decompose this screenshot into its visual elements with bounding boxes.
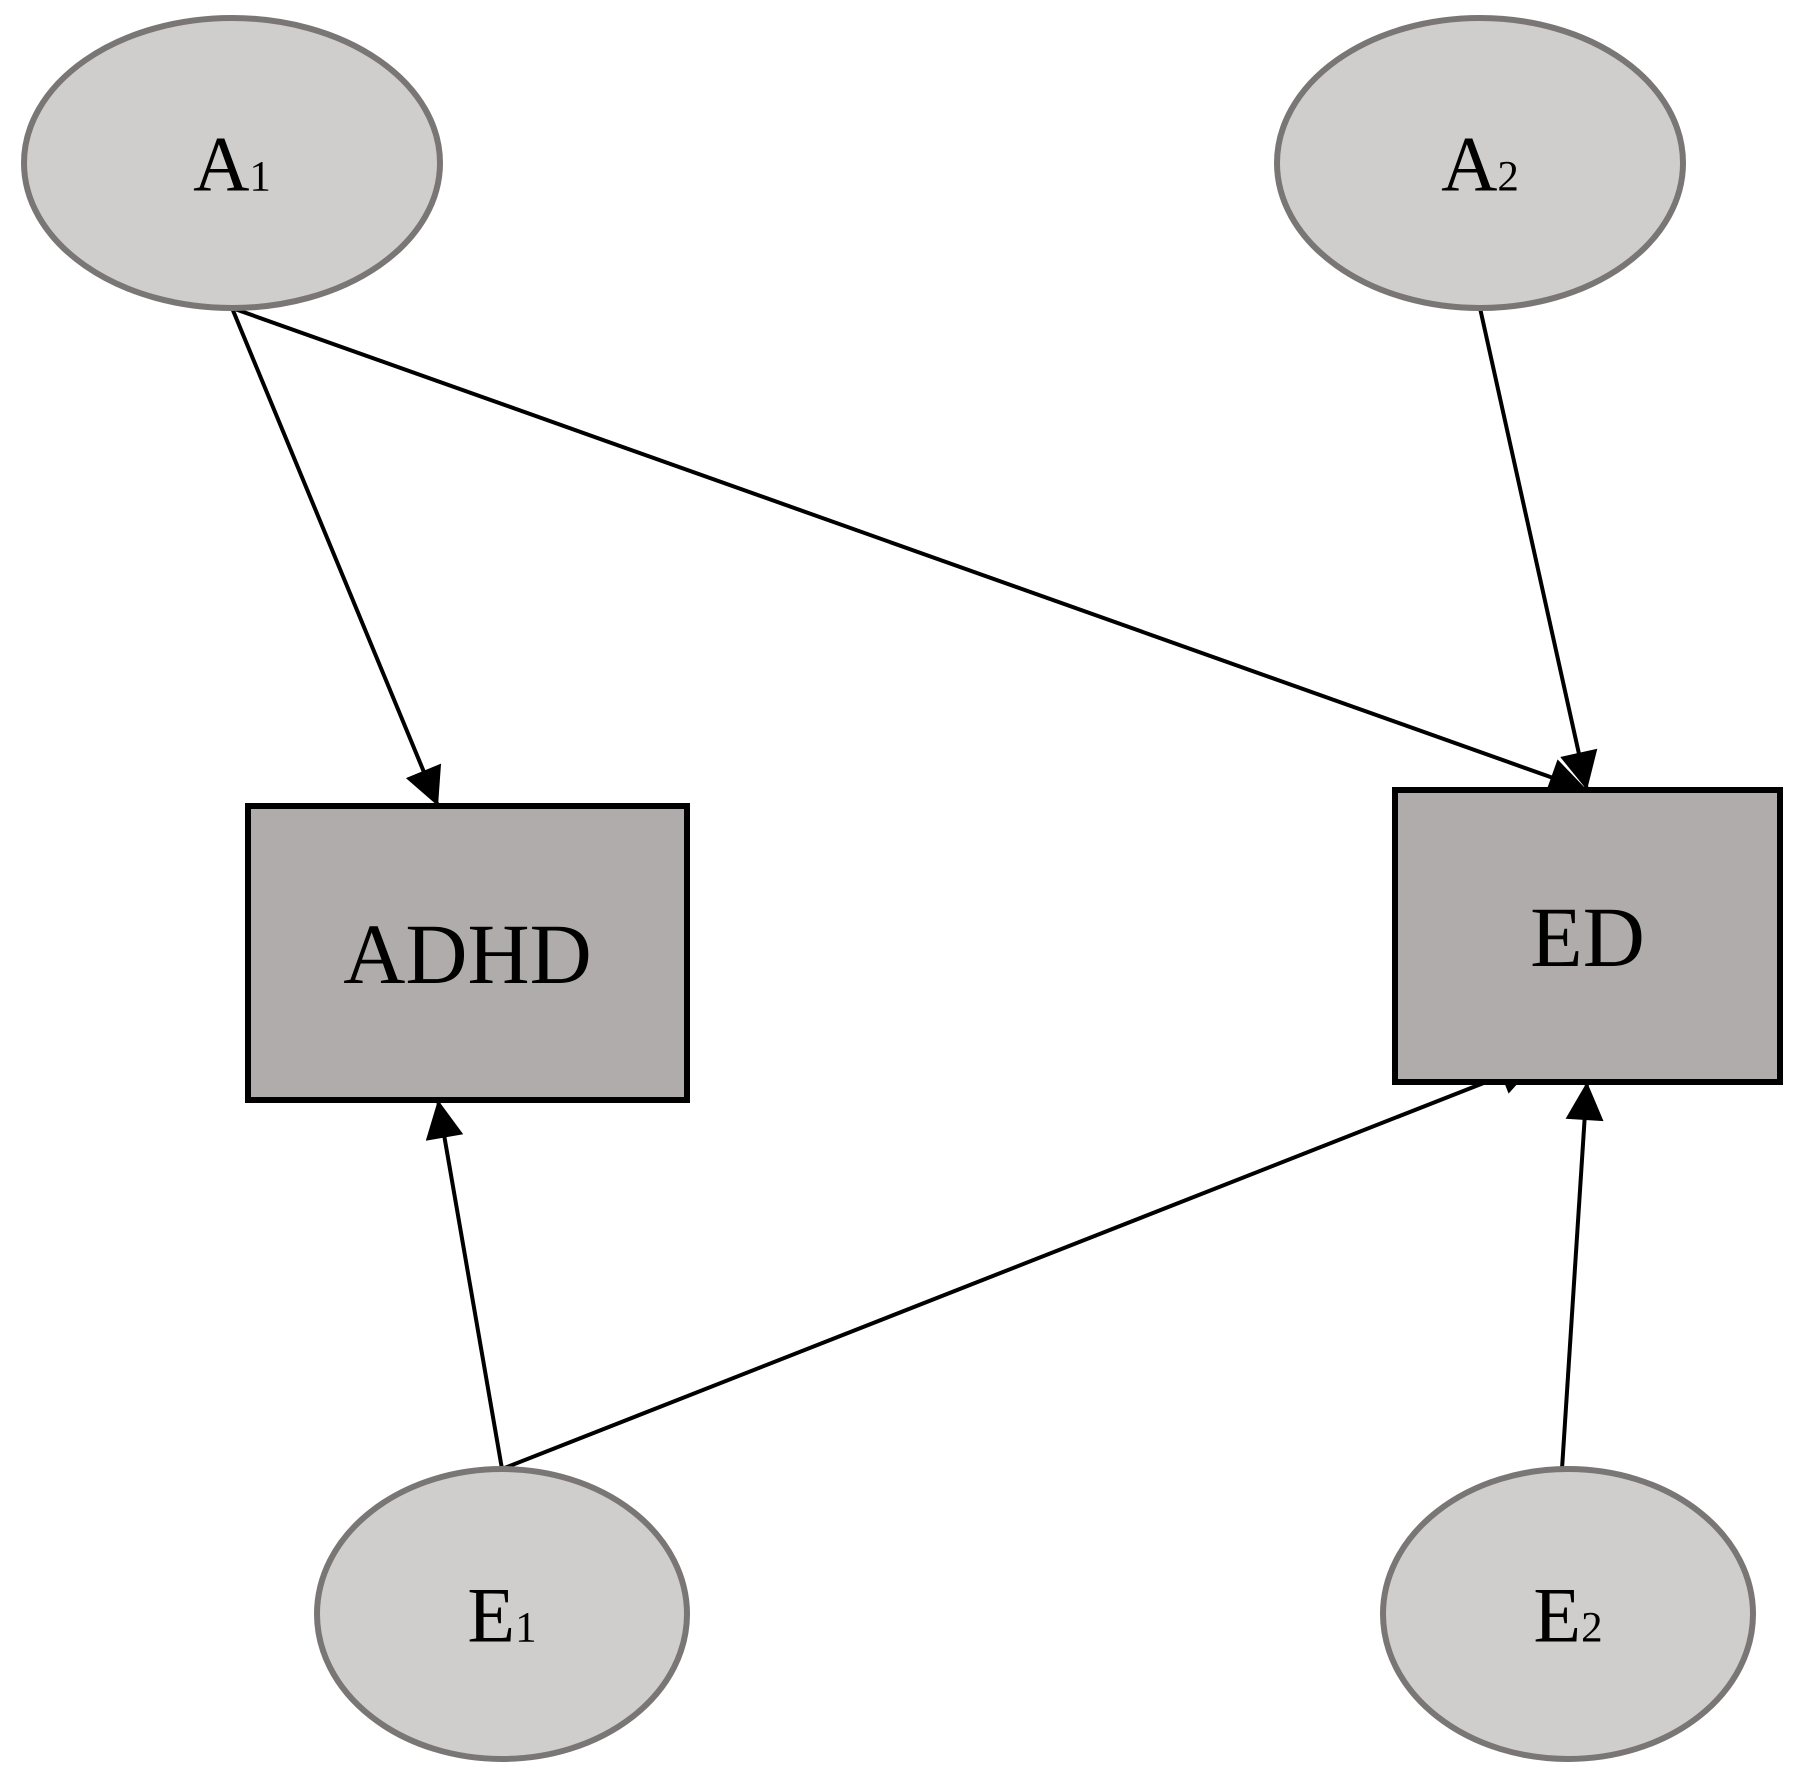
node-e1: E1 [314,1466,690,1762]
node-label-adhd: ADHD [343,906,591,1002]
node-a2: A2 [1274,15,1686,311]
node-label-a2: A2 [1441,120,1519,207]
latent-ellipse-e2 [1380,1466,1756,1762]
node-label-main: ED [1530,889,1645,985]
edge-e1-to-ed [501,1058,1538,1471]
edge-a1-to-adhd [230,307,442,807]
observed-box-adhd [245,803,690,1103]
node-ed: ED [1392,787,1783,1085]
node-e2: E2 [1380,1466,1756,1762]
node-label-main: E [1533,1571,1581,1658]
latent-ellipse-a1 [21,15,443,311]
node-label-a1: A1 [193,120,271,207]
latent-ellipse-e1 [314,1466,690,1762]
edges-layer [230,306,1604,1471]
node-label-main: ADHD [343,906,591,1002]
node-label-subscript: 2 [1581,1604,1603,1651]
node-a1: A1 [21,15,443,311]
latent-ellipse-a2 [1274,15,1686,311]
observed-box-ed [1392,787,1783,1085]
node-adhd: ADHD [245,803,690,1103]
node-label-subscript: 2 [1497,153,1519,200]
node-label-main: E [467,1571,515,1658]
edge-e2-to-ed [1560,1081,1604,1470]
edge-e1-to-adhd [425,1099,504,1470]
edge-a1-to-ed [231,306,1588,796]
edge-a2-to-ed [1478,307,1598,791]
node-label-subscript: 1 [515,1604,537,1651]
node-label-e2: E2 [1533,1571,1602,1658]
node-label-ed: ED [1530,889,1645,985]
node-label-subscript: 1 [249,153,271,200]
node-label-e1: E1 [467,1571,536,1658]
node-label-main: A [1441,120,1497,207]
node-label-main: A [193,120,249,207]
